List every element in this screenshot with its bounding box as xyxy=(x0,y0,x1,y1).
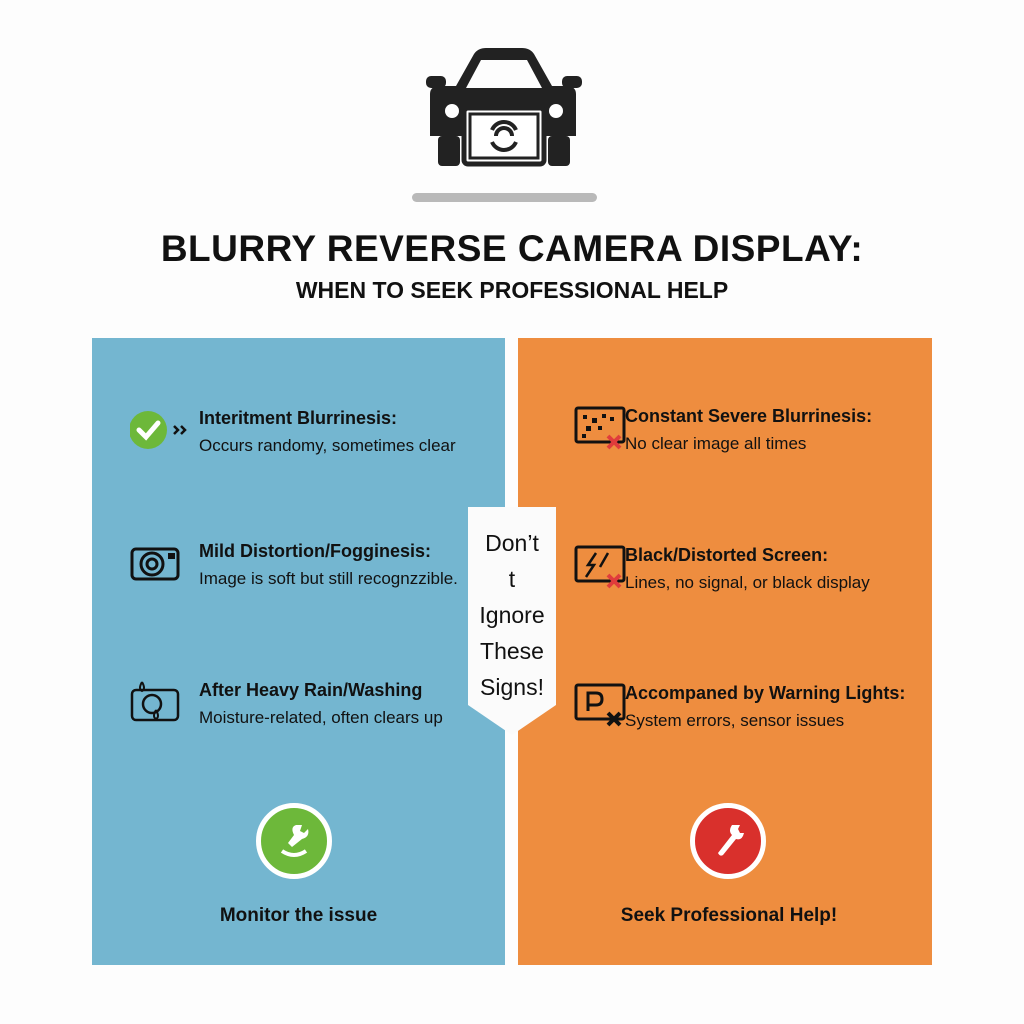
item-title: Accompaned by Warning Lights: xyxy=(625,683,906,703)
monitor-panel: Interitment Blurrinesis: Occurs randomy,… xyxy=(92,338,505,965)
car-camera-icon xyxy=(426,48,582,167)
item-desc: Moisture-related, often clears up xyxy=(199,708,443,727)
item-desc: System errors, sensor issues xyxy=(625,711,845,730)
banner-line: Ignore xyxy=(479,602,545,628)
professional-panel: Constant Severe Blurrinesis: No clear im… xyxy=(518,338,932,965)
professional-footer: Seek Professional Help! xyxy=(518,803,932,927)
footer-label: Seek Professional Help! xyxy=(620,905,838,926)
item-title: Constant Severe Blurrinesis: xyxy=(625,406,873,426)
banner-line: t xyxy=(508,566,516,592)
divider xyxy=(412,193,597,202)
item-desc: Lines, no signal, or black display xyxy=(625,573,870,592)
item-desc: Occurs randomy, sometimes clear xyxy=(199,436,456,455)
rain-camera-icon xyxy=(130,681,180,722)
warning-banner: Don’t t Ignore These Signs! xyxy=(468,507,556,735)
item-title: After Heavy Rain/Washing xyxy=(199,680,423,700)
page-subtitle: WHEN TO SEEK PROFESSIONAL HELP xyxy=(295,277,729,303)
item-title: Black/Distorted Screen: xyxy=(625,545,829,565)
banner-line: Don’t xyxy=(485,530,539,556)
item-desc: Image is soft but still recognzzible. xyxy=(199,569,458,588)
page-title: BLURRY REVERSE CAMERA DISPLAY: xyxy=(160,228,864,269)
broken-screen-icon xyxy=(574,545,626,589)
wrench-icon xyxy=(256,803,332,879)
banner-line: Signs! xyxy=(480,674,544,700)
footer-label: Monitor the issue xyxy=(219,905,378,926)
item-title: Interitment Blurrinesis: xyxy=(199,408,398,428)
monitor-footer: Monitor the issue xyxy=(92,803,505,927)
wrench-icon xyxy=(690,803,766,879)
pixelated-screen-icon xyxy=(574,406,626,450)
camera-icon xyxy=(130,547,180,581)
check-icon xyxy=(130,411,187,449)
item-desc: No clear image all times xyxy=(625,434,807,453)
item-title: Mild Distortion/Fogginesis: xyxy=(199,541,431,561)
parking-warning-icon xyxy=(574,683,626,727)
banner-line: These xyxy=(480,638,544,664)
